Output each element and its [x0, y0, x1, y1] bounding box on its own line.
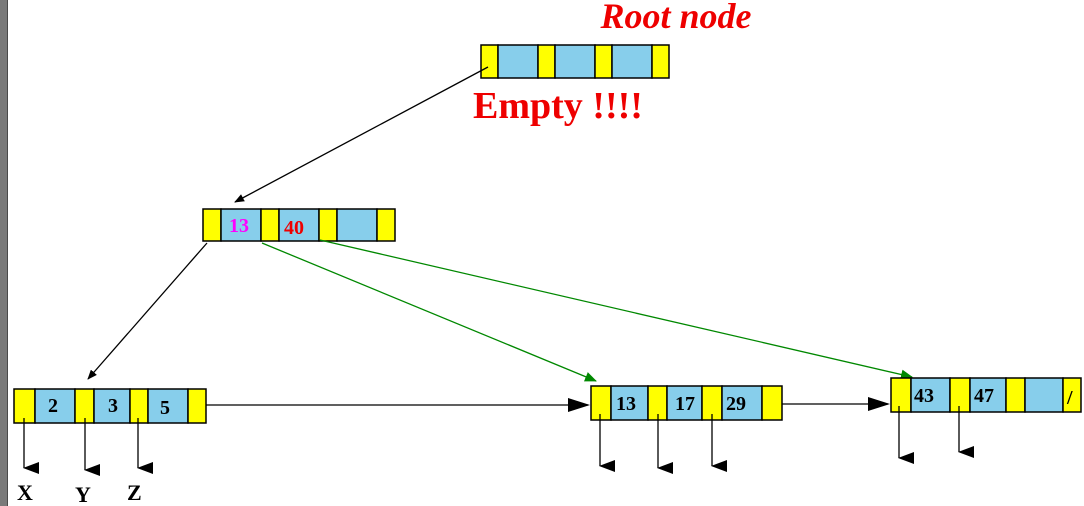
internal-pointer-3 [376, 208, 396, 242]
leaf2-key-cell-0 [610, 385, 649, 421]
pointer-label-z: Z [127, 480, 142, 505]
leaf3-key-cell-2 [1024, 377, 1064, 413]
root-pointer-1 [537, 44, 556, 79]
leaf3-key-1: 47 [974, 385, 994, 407]
leaf2-key-1: 17 [675, 393, 695, 415]
root-empty-label: Empty !!!! [473, 85, 643, 127]
internal-to-leaf1-arrow [87, 242, 208, 380]
leaf1-key-cell-1 [93, 388, 131, 424]
leaf2-key-2: 29 [726, 393, 746, 415]
internal-key-1: 40 [284, 217, 304, 239]
leaf1-key-0: 2 [48, 395, 58, 417]
leaf2-next-pointer [761, 385, 783, 421]
leaf1-key-1: 3 [108, 395, 118, 417]
leaf1-pointer-1 [74, 388, 95, 424]
root-pointer-0 [480, 44, 499, 79]
leaf1-key-2: 5 [160, 397, 170, 419]
internal-to-leaf3-arrow [319, 239, 913, 380]
leaf-node-1: 2 3 5 [13, 388, 207, 424]
leaf2-key-cell-2 [721, 385, 763, 421]
leaf1-pointer-0 [13, 388, 36, 424]
pointer-label-y: Y [75, 482, 91, 506]
root-key-0 [497, 44, 539, 79]
root-pointer-3 [651, 44, 670, 79]
leaf-node-2: 13 17 29 [590, 385, 783, 421]
root-node [480, 44, 670, 79]
internal-pointer-0 [202, 208, 222, 242]
leaf2-pointer-0 [590, 385, 612, 421]
leaf3-null-pointer-mark: / [1066, 387, 1073, 409]
internal-node: 13 40 [202, 208, 396, 242]
pointer-label-x: X [17, 480, 33, 505]
leaf3-pointer-2 [1005, 377, 1026, 413]
internal-pointer-1 [260, 208, 280, 242]
window-left-border [0, 0, 8, 506]
leaf-node-3: 43 47 / [890, 377, 1082, 413]
leaf2-key-0: 13 [616, 393, 636, 415]
leaf1-next-pointer [187, 388, 207, 424]
leaf3-pointer-1 [949, 377, 971, 413]
leaf3-pointer-0 [890, 377, 912, 413]
internal-to-leaf2-arrow [261, 242, 597, 382]
root-pointer-2 [594, 44, 613, 79]
leaf3-key-0: 43 [914, 385, 934, 407]
root-node-title: Root node [599, 0, 751, 36]
root-key-2 [611, 44, 653, 79]
root-key-1 [554, 44, 596, 79]
internal-pointer-2 [318, 208, 338, 242]
root-to-internal-arrow [234, 66, 489, 203]
leaf3-key-cell-1 [969, 377, 1007, 413]
leaf3-next-pointer [1062, 377, 1082, 413]
internal-key-cell-2 [336, 208, 378, 242]
internal-key-0: 13 [229, 215, 249, 237]
leaf2-key-cell-1 [666, 385, 703, 421]
record-pointers [23, 406, 974, 476]
leaf1-pointer-2 [129, 388, 149, 424]
